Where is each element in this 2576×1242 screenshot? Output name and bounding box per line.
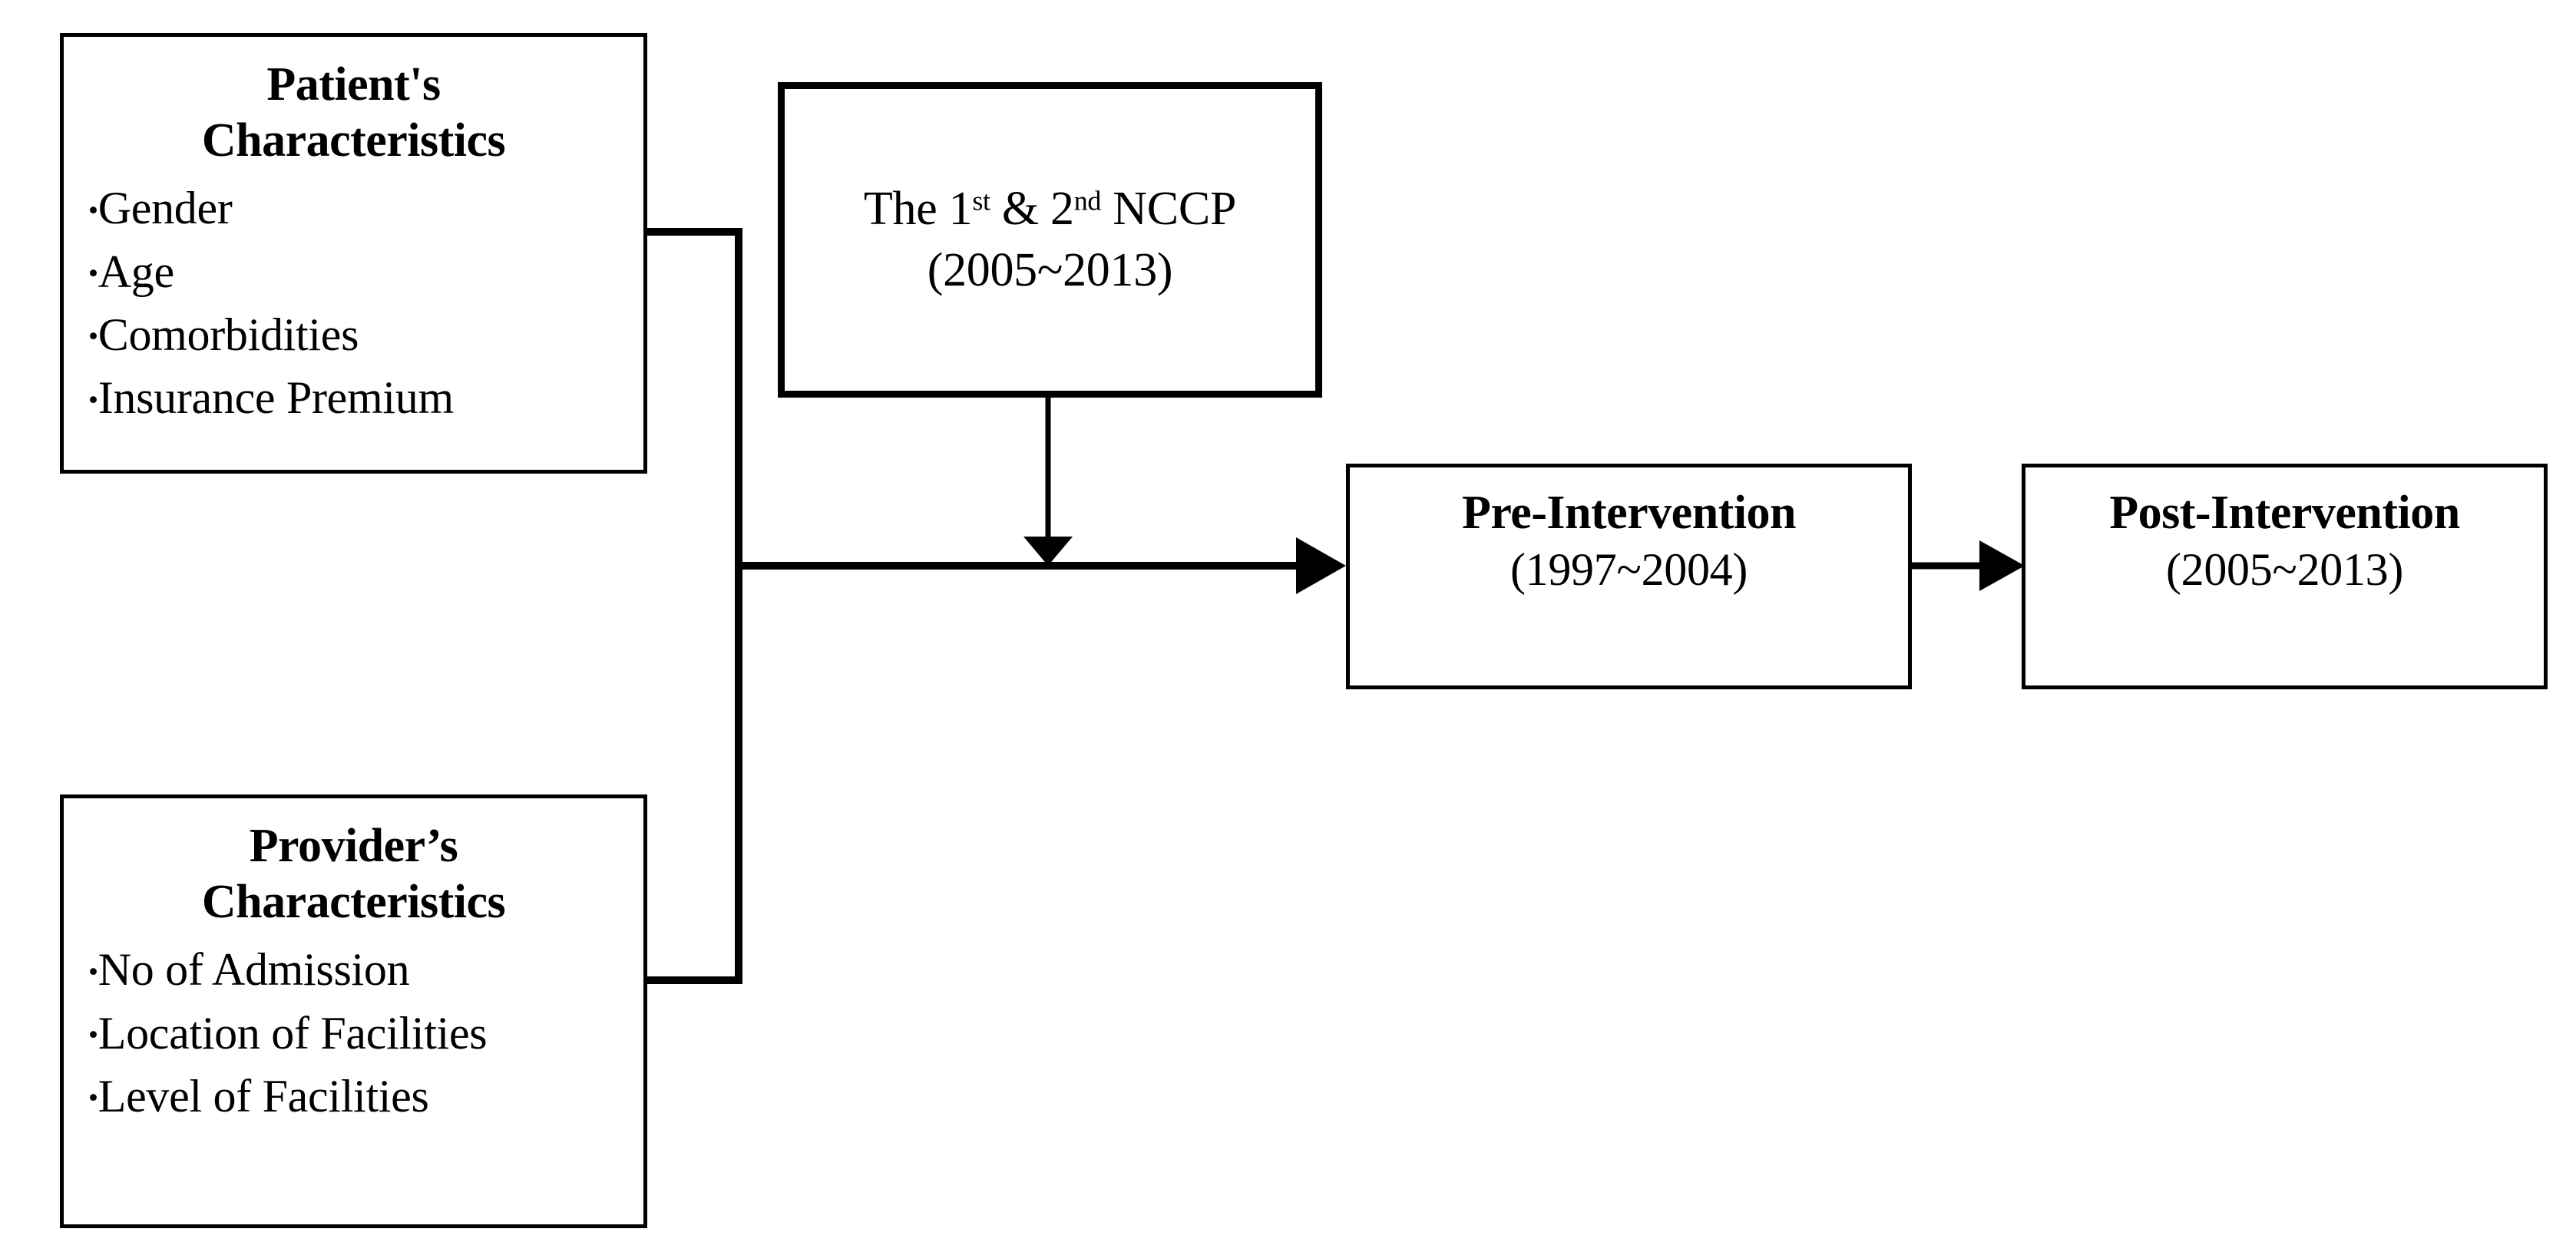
patient-title-line-1: Patient's bbox=[266, 58, 441, 111]
patient-characteristics-box: Patient's Characteristics •Gender •Age •… bbox=[60, 33, 647, 474]
arrowhead-into-post-intervention bbox=[1979, 540, 2025, 591]
list-item-label: Gender bbox=[98, 183, 233, 234]
post-intervention-box: Post-Intervention (2005~2013) bbox=[2022, 464, 2548, 689]
nccp-programme-box: The 1st & 2nd NCCP (2005~2013) bbox=[778, 82, 1322, 398]
list-item-label: Comorbidities bbox=[98, 309, 359, 360]
connector-patient-to-trunk bbox=[647, 228, 742, 566]
list-item-label: Level of Facilities bbox=[98, 1070, 429, 1121]
post-intervention-title: Post-Intervention bbox=[2109, 487, 2460, 539]
pre-intervention-box: Pre-Intervention (1997~2004) bbox=[1346, 464, 1912, 689]
nccp-title-suffix: NCCP bbox=[1101, 183, 1237, 236]
provider-characteristics-title: Provider’s Characteristics bbox=[64, 818, 643, 930]
nccp-title: The 1st & 2nd NCCP bbox=[864, 179, 1236, 239]
nccp-years: (2005~2013) bbox=[927, 243, 1173, 296]
list-item-label: No of Admission bbox=[98, 944, 410, 996]
nccp-title-middle: & 2 bbox=[990, 183, 1074, 236]
list-item: •Location of Facilities bbox=[88, 1007, 488, 1059]
post-intervention-years: (2005~2013) bbox=[2165, 544, 2404, 596]
list-item: •Insurance Premium bbox=[88, 372, 454, 423]
arrowhead-into-pre-intervention bbox=[1296, 537, 1346, 594]
provider-title-line-1: Provider’s bbox=[249, 820, 458, 872]
patient-title-line-2: Characteristics bbox=[201, 114, 506, 167]
list-item: •Age bbox=[88, 246, 174, 297]
provider-characteristics-box: Provider’s Characteristics •No of Admiss… bbox=[60, 794, 647, 1228]
provider-title-line-2: Characteristics bbox=[201, 876, 506, 929]
pre-intervention-years: (1997~2004) bbox=[1510, 544, 1748, 596]
pre-intervention-title: Pre-Intervention bbox=[1461, 487, 1797, 539]
nccp-ordinal-first: st bbox=[972, 185, 990, 216]
list-item-label: Insurance Premium bbox=[98, 372, 454, 423]
connector-provider-to-trunk bbox=[647, 566, 742, 984]
list-item: •Level of Facilities bbox=[88, 1070, 429, 1121]
list-item: •Gender bbox=[88, 183, 233, 234]
list-item-label: Location of Facilities bbox=[98, 1007, 488, 1059]
arrowhead-nccp-to-trunk bbox=[1023, 537, 1073, 566]
list-item-label: Age bbox=[98, 246, 174, 297]
provider-characteristics-list: •No of Admission •Location of Facilities… bbox=[64, 938, 643, 1128]
patient-characteristics-title: Patient's Characteristics bbox=[64, 57, 643, 169]
nccp-ordinal-second: nd bbox=[1073, 185, 1102, 216]
patient-characteristics-list: •Gender •Age •Comorbidities •Insurance P… bbox=[64, 177, 643, 429]
nccp-title-prefix: The 1 bbox=[863, 183, 973, 236]
list-item: •Comorbidities bbox=[88, 309, 359, 360]
list-item: •No of Admission bbox=[88, 944, 410, 996]
